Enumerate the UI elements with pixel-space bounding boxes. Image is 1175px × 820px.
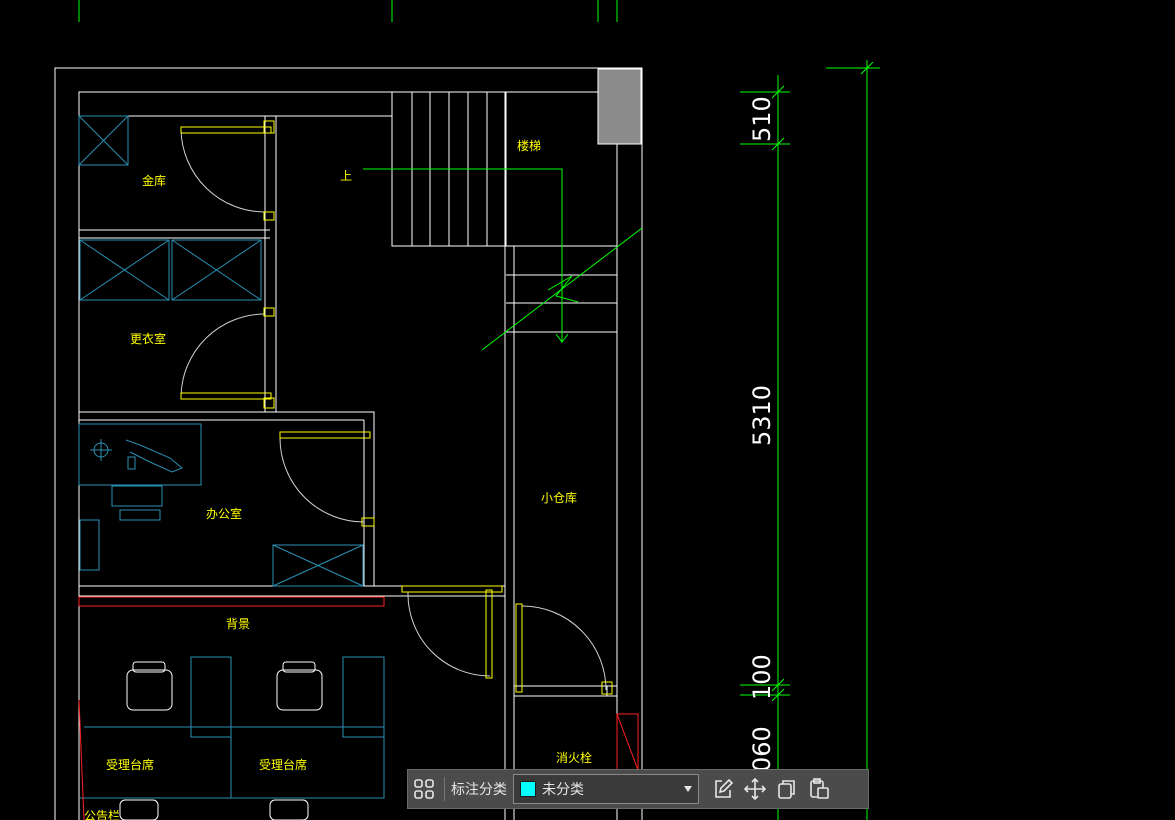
column (597, 68, 642, 145)
label-up: 上 (340, 169, 352, 183)
category-value: 未分类 (542, 782, 584, 798)
room-labels: 金库 楼梯 上 更衣室 办公室 小仓库 背景 受理台席 受理台席 消火栓 公告栏 (84, 138, 592, 820)
chairs (119, 661, 323, 820)
label-vault: 金库 (142, 173, 166, 188)
dim-100: 100 (748, 654, 776, 700)
label-backdrop: 背景 (226, 617, 250, 631)
edit-icon[interactable] (707, 773, 739, 805)
toolbar-separator (444, 777, 445, 801)
stair-arrow (363, 168, 643, 351)
move-icon[interactable] (739, 773, 771, 805)
label-desk-2: 受理台席 (259, 757, 307, 772)
chevron-down-icon (684, 786, 692, 792)
dim-510: 510 (748, 96, 776, 142)
category-select[interactable]: 未分类 (513, 774, 699, 804)
annotation-toolbar: 标注分类 未分类 (407, 769, 869, 809)
label-storage: 小仓库 (541, 490, 577, 505)
copy-icon[interactable] (771, 773, 803, 805)
cabinets (78, 115, 385, 799)
paste-icon[interactable] (803, 773, 835, 805)
dim-5310: 5310 (748, 385, 776, 446)
label-stairs: 楼梯 (517, 138, 541, 153)
label-office: 办公室 (206, 506, 242, 521)
label-locker: 更衣室 (130, 331, 166, 346)
label-hydrant: 消火栓 (556, 750, 592, 765)
label-desk-1: 受理台席 (106, 757, 154, 772)
dimension-lines (740, 60, 880, 820)
doors (180, 120, 613, 695)
top-grid-lines (78, 0, 618, 22)
dim-060: 060 (748, 726, 776, 772)
grid-icon[interactable] (408, 773, 440, 805)
walls (54, 67, 643, 820)
category-label: 标注分类 (451, 782, 507, 798)
dimension-texts: 510 5310 100 060 (748, 96, 776, 772)
label-notice: 公告栏 (84, 808, 120, 820)
category-swatch (520, 781, 536, 797)
red-elements (78, 596, 639, 820)
